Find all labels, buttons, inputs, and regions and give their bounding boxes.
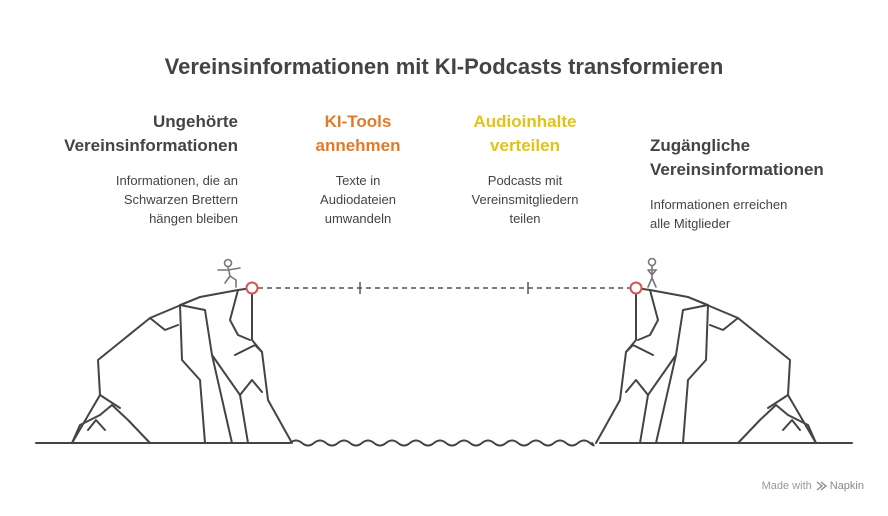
step-heading: Audioinhalte verteilen [473,112,577,155]
page-title: Vereinsinformationen mit KI-Podcasts tra… [164,54,724,79]
step-accessible-info: Zugängliche Vereinsinformationen Informa… [650,134,860,233]
step-description: Texte in Audiodateien umwandeln [320,173,396,226]
step-unheard-info: Ungehörte Vereinsinformationen Informati… [40,110,238,228]
napkin-logo-icon [816,481,827,491]
right-cliff [595,287,817,444]
person-left-icon [217,258,241,288]
footer-branding: Made with Napkin [761,480,864,492]
step-description: Podcasts mit Vereinsmitgliedern teilen [471,173,579,226]
start-point-icon [245,281,259,295]
step-adopt-ai-tools: KI-Tools annehmen Texte in Audiodateien … [290,110,426,228]
end-point-icon [629,281,643,295]
step-description: Informationen erreichen alle Mitglieder [650,197,788,231]
step-description: Informationen, die an Schwarzen Brettern… [115,173,238,226]
step-heading: Ungehörte Vereinsinformationen [64,112,238,155]
water-waves [289,439,595,447]
left-cliff [71,287,293,444]
step-heading: Zugängliche Vereinsinformationen [650,136,824,179]
step-distribute-audio: Audioinhalte verteilen Podcasts mit Vere… [455,110,595,228]
step-heading: KI-Tools annehmen [315,112,401,155]
person-right-icon [647,257,658,288]
